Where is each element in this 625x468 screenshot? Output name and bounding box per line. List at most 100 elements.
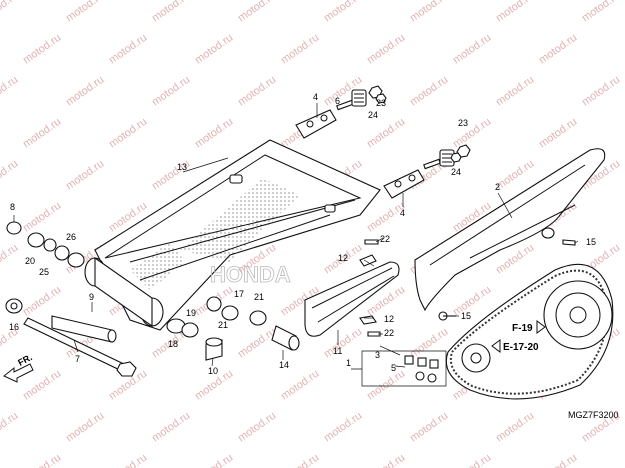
- ref-label-e17-20: E-17-20: [503, 342, 539, 353]
- callout-4a: 4: [313, 92, 318, 102]
- collar-10: [205, 337, 223, 361]
- direction-indicator: FR.: [3, 352, 34, 383]
- watermark-text: motod.ru: [150, 0, 192, 24]
- watermark-text: motod.ru: [21, 452, 63, 468]
- callout-24b: 24: [451, 167, 461, 177]
- bracket-3-5: [404, 355, 439, 383]
- watermark-text: motod.ru: [193, 452, 235, 468]
- callout-labels: 1 2 3 4 4 5 6 7 8 9 10 11 12 12 13 14 15…: [9, 92, 596, 376]
- watermark-text: motod.ru: [322, 410, 364, 445]
- watermark-text: motod.ru: [408, 410, 450, 445]
- ref-e17-20: E-17-20: [491, 339, 539, 353]
- callout-18: 18: [168, 339, 178, 349]
- adjuster-upper: [295, 89, 367, 139]
- watermark-text: motod.ru: [408, 74, 450, 109]
- pivot-small-parts: [5, 221, 267, 338]
- leader-lines: [13, 103, 579, 387]
- ref-label-f19: F-19: [512, 323, 533, 334]
- callout-15a: 15: [586, 237, 596, 247]
- callout-21a: 21: [254, 292, 264, 302]
- watermark-text: motod.ru: [322, 0, 364, 24]
- chain-case-part: [414, 148, 606, 312]
- watermark-text: motod.ru: [64, 0, 106, 24]
- watermark-text: motod.ru: [365, 32, 407, 67]
- swingarm-part: HONDA: [84, 139, 381, 331]
- watermark-text: motod.ru: [236, 74, 278, 109]
- callout-8: 8: [10, 202, 15, 212]
- watermark-text: motod.ru: [21, 116, 63, 151]
- callout-6: 6: [335, 96, 340, 106]
- callout-19: 19: [186, 308, 196, 318]
- watermark-text: motod.ru: [0, 158, 20, 193]
- watermark-text: motod.ru: [64, 158, 106, 193]
- callout-17: 17: [234, 289, 244, 299]
- callout-23a: 23: [376, 98, 386, 108]
- watermark-text: motod.ru: [150, 410, 192, 445]
- callout-12a: 12: [338, 253, 348, 263]
- watermark-text: motod.ru: [107, 452, 149, 468]
- watermark-text: motod.ru: [451, 32, 493, 67]
- callout-11: 11: [333, 346, 342, 356]
- adjuster-lower: [383, 149, 455, 199]
- watermark-text: motod.ru: [537, 32, 579, 67]
- callout-14: 14: [279, 360, 289, 370]
- watermark-text: motod.ru: [236, 410, 278, 445]
- watermark-text: motod.ru: [21, 200, 63, 235]
- callout-5: 5: [391, 363, 396, 373]
- callout-7: 7: [75, 354, 80, 364]
- callout-22b: 22: [384, 328, 394, 338]
- bolts-12-15-22: [359, 239, 576, 337]
- watermark-text: motod.ru: [494, 74, 536, 109]
- watermark-text: motod.ru: [365, 116, 407, 151]
- watermark-text: motod.ru: [580, 0, 622, 24]
- callout-13: 13: [177, 162, 187, 172]
- ref-f19: F-19: [512, 320, 546, 334]
- watermark-text: motod.ru: [236, 0, 278, 24]
- callout-10: 10: [208, 366, 218, 376]
- callout-15b: 15: [461, 311, 471, 321]
- watermark-text: motod.ru: [279, 32, 321, 67]
- callout-23b: 23: [458, 118, 468, 128]
- diagram-code: MGZ7F3200: [568, 410, 619, 420]
- callout-9: 9: [89, 292, 94, 302]
- watermark-text: motod.ru: [150, 74, 192, 109]
- nuts-23-24: [368, 85, 471, 163]
- watermark-text: motod.ru: [193, 32, 235, 67]
- chain-slider-part: [304, 261, 400, 337]
- watermark-text: motod.ru: [64, 74, 106, 109]
- watermark-text: motod.ru: [193, 116, 235, 151]
- callout-22a: 22: [380, 234, 390, 244]
- callout-20: 20: [25, 256, 35, 266]
- watermark-text: motod.ru: [451, 284, 493, 319]
- watermark-text: motod.ru: [494, 410, 536, 445]
- collar-9: [51, 315, 117, 343]
- watermark-text: motod.ru: [537, 452, 579, 468]
- watermark-text: motod.ru: [0, 74, 20, 109]
- watermark-text: motod.ru: [279, 368, 321, 403]
- callout-26: 26: [66, 232, 76, 242]
- watermark-text: motod.ru: [64, 410, 106, 445]
- watermark-text: motod.ru: [408, 326, 450, 361]
- watermark-text: motod.ru: [279, 452, 321, 468]
- watermark-text: motod.ru: [236, 326, 278, 361]
- collar-14: [271, 325, 300, 351]
- callout-12b: 12: [384, 314, 394, 324]
- watermark-text: motod.ru: [107, 116, 149, 151]
- watermark-text: motod.ru: [107, 32, 149, 67]
- watermark-text: motod.ru: [322, 326, 364, 361]
- callout-2: 2: [495, 182, 500, 192]
- watermark-text: motod.ru: [21, 284, 63, 319]
- watermark-text: motod.ru: [365, 368, 407, 403]
- callout-24a: 24: [368, 110, 378, 120]
- callout-4b: 4: [400, 208, 405, 218]
- watermark-text: motod.ru: [0, 0, 20, 24]
- callout-25: 25: [39, 267, 49, 277]
- watermark-text: motod.ru: [21, 32, 63, 67]
- watermark-text: motod.ru: [0, 410, 20, 445]
- watermark-text: motod.ru: [408, 0, 450, 24]
- callout-16: 16: [9, 322, 19, 332]
- drive-chain-part: [445, 263, 614, 400]
- watermark-text: motod.ru: [451, 452, 493, 468]
- watermark-text: motod.ru: [365, 452, 407, 468]
